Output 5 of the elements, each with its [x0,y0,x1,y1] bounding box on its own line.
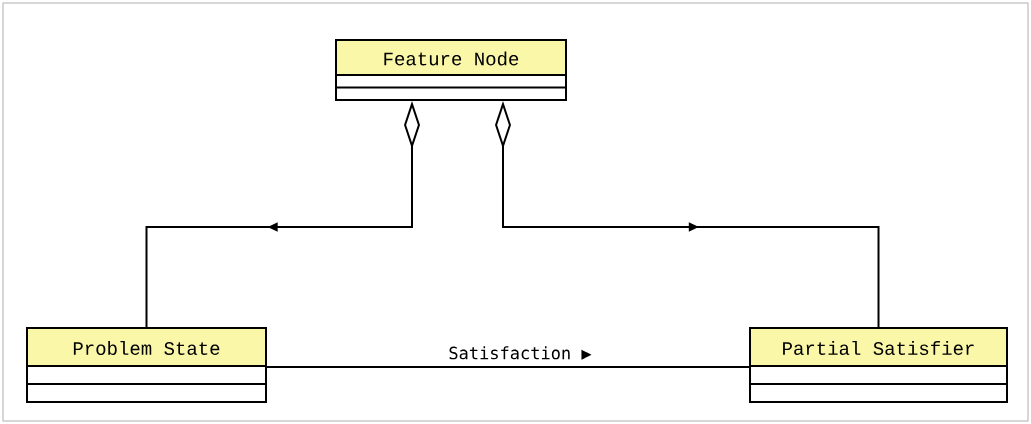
connector [266,366,750,368]
class-box: Feature Node [335,39,567,101]
class-box: Partial Satisfier [749,327,1008,403]
class-box: Problem State [26,327,267,403]
edge-label: Satisfaction ▶ [447,345,593,361]
